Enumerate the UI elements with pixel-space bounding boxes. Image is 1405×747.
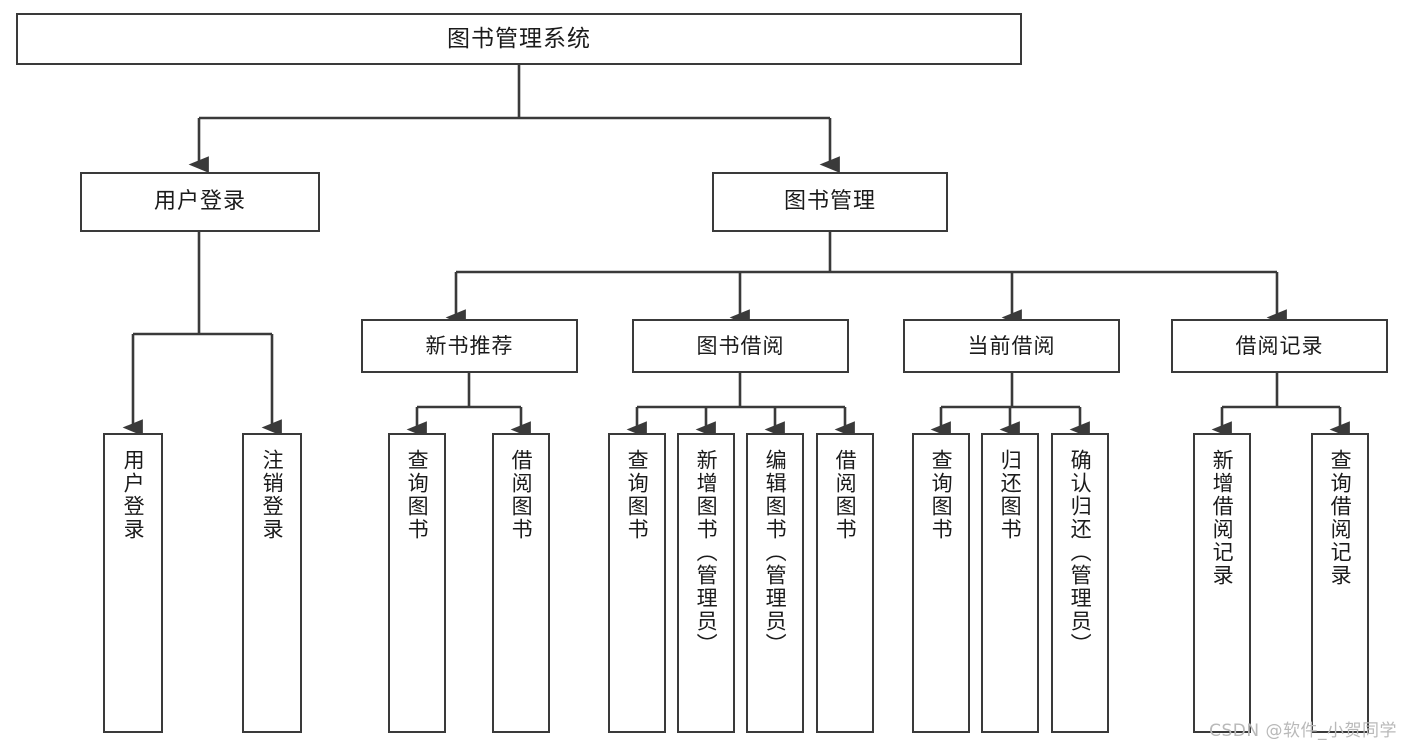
node-label: 查询图书 <box>405 449 430 541</box>
node-current-borrow[interactable]: 当前借阅 <box>903 319 1120 373</box>
leaf-book-borrow-borrow[interactable]: 借阅图书 <box>816 433 874 733</box>
leaf-new-book-query[interactable]: 查询图书 <box>388 433 446 733</box>
node-book-borrow[interactable]: 图书借阅 <box>632 319 849 373</box>
node-label: 编辑图书（管理员） <box>763 449 788 656</box>
node-user-login[interactable]: 用户登录 <box>80 172 320 232</box>
leaf-borrow-record-add[interactable]: 新增借阅记录 <box>1193 433 1251 733</box>
node-label: 新增借阅记录 <box>1210 449 1235 587</box>
node-label: 新书推荐 <box>425 333 514 358</box>
node-label: 查询借阅记录 <box>1328 449 1353 587</box>
node-label: 图书管理系统 <box>447 25 591 52</box>
node-label: 借阅图书 <box>509 449 534 541</box>
leaf-book-borrow-query[interactable]: 查询图书 <box>608 433 666 733</box>
node-label: 查询图书 <box>929 449 954 541</box>
node-label: 归还图书 <box>998 449 1023 541</box>
node-new-book-recommend[interactable]: 新书推荐 <box>361 319 578 373</box>
leaf-current-borrow-query[interactable]: 查询图书 <box>912 433 970 733</box>
node-borrow-record[interactable]: 借阅记录 <box>1171 319 1388 373</box>
leaf-book-borrow-edit[interactable]: 编辑图书（管理员） <box>746 433 804 733</box>
node-label: 借阅图书 <box>833 449 858 541</box>
leaf-book-borrow-add[interactable]: 新增图书（管理员） <box>677 433 735 733</box>
node-label: 图书管理 <box>783 189 876 215</box>
node-root-book-management-system[interactable]: 图书管理系统 <box>16 13 1022 65</box>
node-book-management[interactable]: 图书管理 <box>712 172 948 232</box>
node-label: 用户登录 <box>121 449 146 541</box>
node-label: 用户登录 <box>153 189 246 215</box>
node-label: 图书借阅 <box>696 333 785 358</box>
leaf-current-borrow-confirm-return[interactable]: 确认归还（管理员） <box>1051 433 1109 733</box>
leaf-new-book-borrow[interactable]: 借阅图书 <box>492 433 550 733</box>
leaf-user-login-logout[interactable]: 注销登录 <box>242 433 302 733</box>
leaf-user-login-login[interactable]: 用户登录 <box>103 433 163 733</box>
node-label: 当前借阅 <box>967 333 1056 358</box>
node-label: 注销登录 <box>260 449 285 541</box>
node-label: 确认归还（管理员） <box>1068 449 1093 656</box>
leaf-borrow-record-query[interactable]: 查询借阅记录 <box>1311 433 1369 733</box>
node-label: 借阅记录 <box>1235 333 1324 358</box>
node-label: 查询图书 <box>625 449 650 541</box>
csdn-watermark: CSDN @软件_小贺同学 <box>1209 721 1397 741</box>
node-label: 新增图书（管理员） <box>694 449 719 656</box>
leaf-current-borrow-return[interactable]: 归还图书 <box>981 433 1039 733</box>
